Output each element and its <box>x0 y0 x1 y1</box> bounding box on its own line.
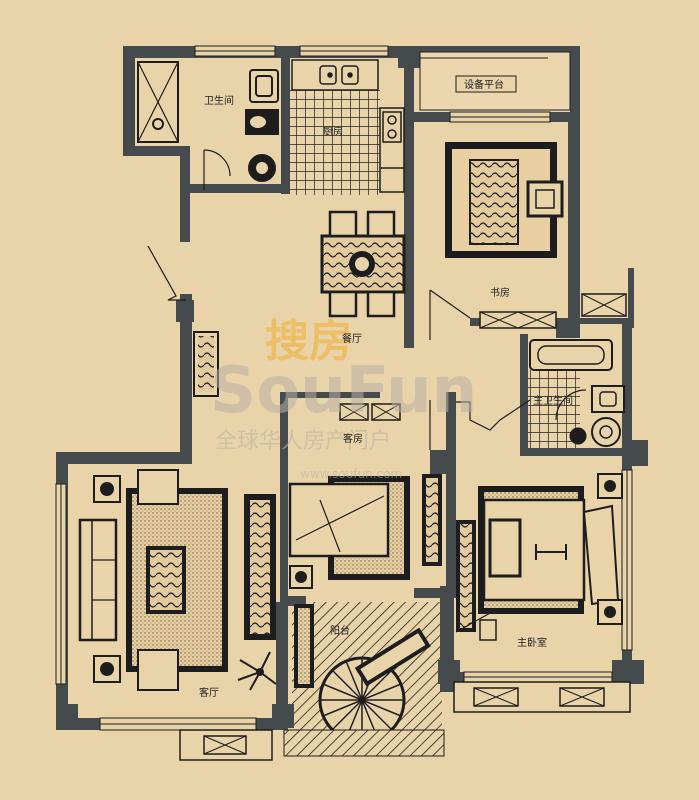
study-furniture <box>429 142 627 340</box>
watermark-brand-cn: 搜房 <box>265 316 353 367</box>
kitchen-fixtures <box>291 59 405 193</box>
room-label-study: 书房 <box>490 286 510 299</box>
room-label-master-bath: 主卫生间 <box>533 394 573 407</box>
windows <box>55 45 633 731</box>
living-room-furniture <box>78 331 277 691</box>
balcony-furniture <box>179 604 631 761</box>
wc-fixtures <box>137 61 279 190</box>
dining-table <box>147 210 406 318</box>
master-bedroom-furniture <box>455 473 623 641</box>
equipment-label-box <box>455 75 517 93</box>
room-label-balcony: 阳台 <box>330 624 350 637</box>
room-labels: 卫生间 厨房 设备平台 书房 餐厅 主卫生间 客房 客厅 阳台 主卧室 <box>199 75 573 699</box>
master-bath-fixtures <box>529 339 625 447</box>
room-label-kitchen: 厨房 <box>323 125 343 138</box>
kitchen-floor-tiles <box>290 90 380 195</box>
watermark: 搜房 SouFun 全球华人房产门户 www.soufun.com <box>210 316 477 481</box>
room-label-dining: 餐厅 <box>342 332 362 345</box>
watermark-slogan: 全球华人房产门户 <box>215 429 391 454</box>
watermark-url: www.soufun.com <box>300 467 402 481</box>
floor-fills <box>290 90 580 752</box>
room-label-wc: 卫生间 <box>204 94 234 107</box>
room-label-equipment: 设备平台 <box>464 78 504 91</box>
watermark-brand-en: SouFun <box>210 354 477 428</box>
room-label-living: 客厅 <box>199 686 219 699</box>
room-label-guest: 客房 <box>343 432 363 445</box>
guest-room-furniture <box>288 399 531 589</box>
room-label-master-bedroom: 主卧室 <box>517 636 547 649</box>
